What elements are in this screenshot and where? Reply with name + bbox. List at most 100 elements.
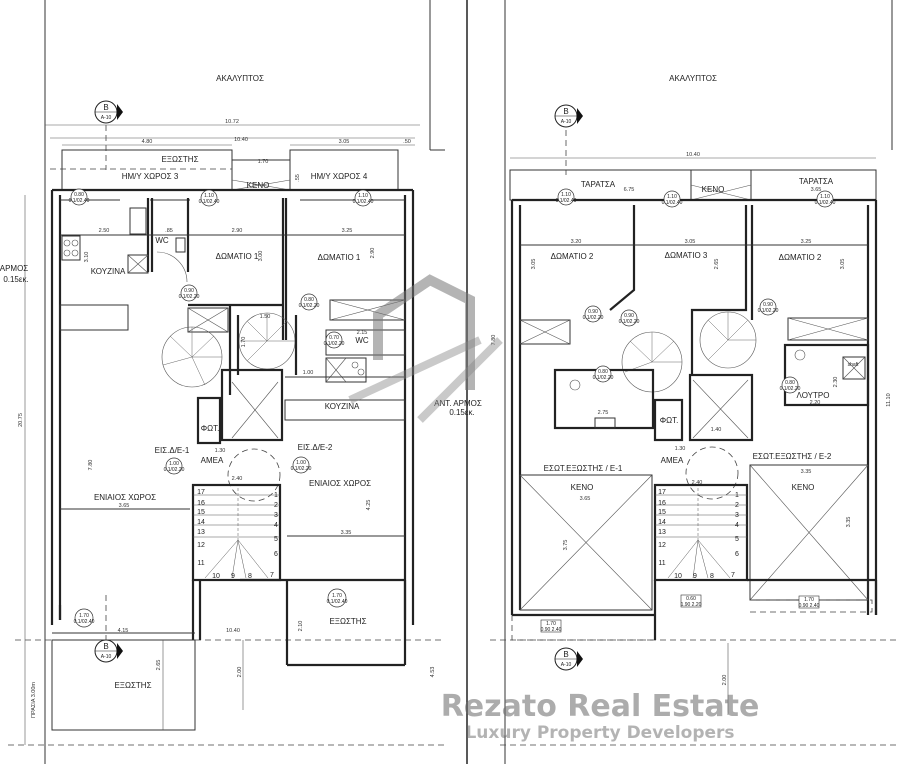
window-tag: 0.601.90 2.20 [681, 594, 702, 608]
dimension: 7.80 [491, 335, 497, 346]
wardrobe [187, 307, 229, 333]
section-sheet: A-10 [561, 119, 572, 125]
svg-text:0.1/02.40: 0.1/02.40 [69, 198, 90, 204]
room-label: ΛΟΥΤΡΟ [797, 391, 830, 400]
joint-label: ΑΝΤ. ΑΡΜΟΣ [434, 399, 482, 408]
stair-step-number: 16 [197, 500, 205, 507]
svg-text:1.00: 1.00 [296, 460, 306, 466]
dimension: 3.65 [811, 187, 822, 193]
balcony-top-right [289, 149, 399, 191]
room-label: ΤΑΡΑΤΣΑ [799, 177, 834, 186]
room-label: ΚΕΝΟ [792, 483, 815, 492]
stair-step-number: 14 [658, 519, 666, 526]
room-label: ΚΟΥΖΙΝΑ [91, 267, 126, 276]
dimension: 3.20 [571, 239, 582, 245]
svg-text:0.1/02.20: 0.1/02.20 [291, 466, 312, 472]
svg-text:0.90 2.40: 0.90 2.40 [541, 627, 562, 633]
dimension: 10.72 [225, 119, 239, 125]
dimension: 6.75 [624, 187, 635, 193]
dimension: 2.00 [237, 667, 243, 678]
wardrobe [519, 319, 571, 345]
wardrobe [329, 299, 406, 321]
svg-text:0.60: 0.60 [686, 596, 696, 602]
balcony-label: ΕΞΩΣΤΗΣ [329, 617, 366, 626]
stair-step-number: 3 [274, 512, 278, 519]
elevator-shaft [220, 368, 284, 442]
dimension: 2.10 [298, 621, 304, 632]
dimension: 4.53 [430, 667, 436, 678]
balcony-label: ΕΞΩΣΤΗΣ [114, 681, 151, 690]
window-tag: 0.900.1/02.20 [758, 298, 779, 316]
window-tag: 1.700.90 2.40 [541, 619, 562, 633]
stair-step-number: 2 [735, 502, 739, 509]
entrance-label: ΕΙΣ.Δ/Ε-1 [155, 446, 190, 455]
stair-step-number: 9 [231, 573, 235, 580]
exterior-wall [58, 578, 407, 667]
window-tag: 0.900.1/02.20 [583, 305, 604, 323]
stair-step-number: 8 [710, 573, 714, 580]
stair-step-number: 16 [658, 500, 666, 507]
stair-step-number: 6 [274, 551, 278, 558]
svg-text:0.1/02.20: 0.1/02.20 [164, 467, 185, 473]
svg-text:0.1/02.40: 0.1/02.40 [556, 198, 577, 204]
dimension: 4.25 [366, 500, 372, 511]
stair-step-number: 8 [248, 573, 252, 580]
stair-step-number: 9 [693, 573, 697, 580]
stair-step-number: 6 [735, 551, 739, 558]
dimension: 3.05 [531, 259, 537, 270]
dimension: 3.25 [801, 239, 812, 245]
dimension: 2.50 [99, 228, 110, 234]
stair-step-number: 11 [197, 560, 204, 567]
svg-text:0.80: 0.80 [785, 380, 795, 386]
exterior-wall [50, 188, 415, 625]
dimension: 3.05 [840, 259, 846, 270]
svg-text:1.10: 1.10 [561, 192, 571, 198]
svg-text:0.90: 0.90 [763, 302, 773, 308]
turning-circle [685, 446, 739, 500]
shaft-label: shaft [848, 362, 859, 368]
dimension: 2.65 [714, 259, 720, 270]
stair-step-number: 15 [658, 509, 666, 516]
light-well [196, 396, 222, 445]
entrance-label: ΕΙΣ.Δ/Ε-2 [298, 443, 333, 452]
svg-text:0.90: 0.90 [184, 288, 194, 294]
logo-house-icon [373, 274, 475, 390]
svg-text:0.1/02.40: 0.1/02.40 [353, 199, 374, 205]
balcony-top [61, 149, 233, 191]
void-1 [519, 474, 653, 611]
dimension: 1.30 [675, 446, 686, 452]
open-space-label: ΑΚΑΛΥΠΤΟΣ [216, 74, 264, 83]
svg-text:1.70: 1.70 [546, 621, 556, 627]
window-tag: 1.700.1/02.40 [327, 588, 348, 608]
window-tag: 1.100.1/02.40 [556, 188, 577, 206]
svg-text:1.10: 1.10 [820, 194, 830, 200]
svg-text:1.90 2.20: 1.90 2.20 [681, 602, 702, 608]
svg-text:0.80: 0.80 [598, 369, 608, 375]
svg-text:0.1/02.20: 0.1/02.20 [583, 315, 604, 321]
section-sheet: A-10 [101, 654, 112, 660]
staircase [191, 483, 282, 582]
window-tag: 1.100.1/02.40 [662, 190, 683, 208]
stair-step-number: 15 [197, 509, 205, 516]
room-label: ΚΕΝΟ [247, 181, 270, 190]
room-label: WC [155, 236, 169, 245]
room-label: ΑΜΕΑ [661, 456, 684, 465]
stair-step-number: 12 [658, 542, 666, 549]
room-label: ΕΣΩΤ.ΕΞΩΣΤΗΣ / Ε-2 [753, 452, 832, 461]
dimension: 1.70 [258, 159, 269, 165]
stair-step-number: 17 [197, 489, 205, 496]
room-label: ΚΕΝΟ [702, 185, 725, 194]
room-label: ΕΝΙΑΙΟΣ ΧΩΡΟΣ [94, 493, 156, 502]
joint-label: ΑΡΜΟΣ [0, 264, 28, 273]
dimension: 3.10 [84, 252, 90, 263]
dimension: 3.35 [801, 469, 812, 475]
watermark-brand: Rezato Real Estate [441, 689, 760, 724]
exterior-wall [512, 578, 878, 640]
svg-text:0.90 2.40: 0.90 2.40 [799, 603, 820, 609]
open-space-label: ΑΚΑΛΥΠΤΟΣ [669, 74, 717, 83]
svg-text:1.10: 1.10 [667, 194, 677, 200]
room-label: ΗΜ/Υ ΧΩΡΟΣ 3 [122, 172, 179, 181]
dimension: 2.00 [722, 675, 728, 686]
joint-value: 0.15εκ. [3, 275, 28, 284]
